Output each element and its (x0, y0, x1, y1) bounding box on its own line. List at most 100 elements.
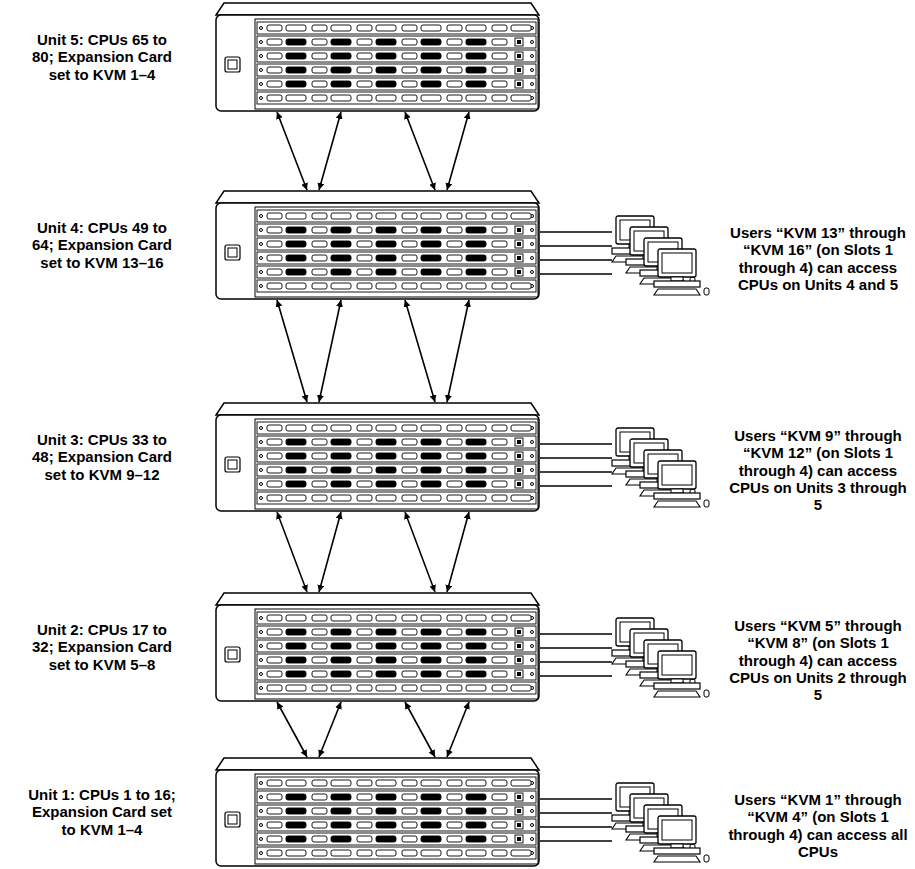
user-workstations: Users “KVM 5” through “KVM 8” (on Slots … (612, 618, 722, 702)
power-socket-inner (228, 650, 237, 659)
card-cage (255, 774, 538, 864)
card-slot (257, 78, 536, 90)
card-cage (255, 419, 538, 509)
user-label: Users “KVM 9” through “KVM 12” (on Slots… (726, 427, 910, 513)
chassis-top (216, 403, 539, 415)
power-socket (225, 457, 240, 472)
computer-icon (654, 249, 709, 295)
power-socket (225, 57, 240, 72)
power-socket-inner (228, 815, 237, 824)
label-holder: Unit 3: CPUs 33 to 48; Expansion Card se… (27, 431, 177, 483)
label-holder: Users “KVM 9” through “KVM 12” (on Slots… (726, 427, 910, 513)
computer-stack (612, 783, 722, 867)
switch-chassis (215, 402, 540, 512)
chassis-top (216, 191, 539, 203)
card-slot (257, 492, 536, 504)
computer-icon (640, 238, 695, 284)
kvm-cable (405, 300, 435, 402)
card-slot (257, 210, 536, 222)
card-slot (257, 640, 536, 652)
unit-label: Unit 3: CPUs 33 to 48; Expansion Card se… (27, 431, 177, 483)
kvm-cable (540, 633, 612, 635)
label-holder: Users “KVM 5” through “KVM 8” (on Slots … (726, 617, 910, 703)
label-holder: Unit 1: CPUs 1 to 16; Expansion Card set… (27, 786, 177, 838)
switch-chassis (215, 592, 540, 702)
chassis-front (216, 770, 539, 866)
computer-icon (654, 461, 709, 507)
chassis-top (216, 3, 539, 15)
computer-stack (612, 618, 722, 702)
card-slot (257, 777, 536, 789)
computer-icon (640, 640, 695, 686)
power-socket-inner (228, 248, 237, 257)
card-slot (257, 654, 536, 666)
power-socket-inner (228, 60, 237, 69)
card-slot (257, 64, 536, 76)
card-slot (257, 450, 536, 462)
card-cage (255, 609, 538, 699)
kvm-cable (277, 300, 307, 402)
kvm-cable (540, 471, 612, 473)
kvm-cable (540, 273, 612, 275)
card-slot (257, 478, 536, 490)
label-holder: Users “KVM 1” through “KVM 4” (on Slots … (726, 791, 910, 860)
label-holder: Unit 5: CPUs 65 to 80; Expansion Card se… (27, 31, 177, 83)
computer-stack (612, 428, 722, 512)
card-slot (257, 36, 536, 48)
kvm-cable (540, 231, 612, 233)
user-label: Users “KVM 5” through “KVM 8” (on Slots … (726, 617, 910, 703)
kvm-cable (319, 512, 341, 592)
computer-icon (640, 805, 695, 851)
card-slot (257, 682, 536, 694)
kvm-cable (540, 457, 612, 459)
kvm-cable (277, 702, 307, 757)
kvm-cable (540, 647, 612, 649)
unit-label: Unit 5: CPUs 65 to 80; Expansion Card se… (27, 31, 177, 83)
user-workstations: Users “KVM 1” through “KVM 4” (on Slots … (612, 783, 722, 867)
kvm-cable (540, 259, 612, 261)
kvm-cable (447, 112, 469, 190)
label-holder: Unit 4: CPUs 49 to 64; Expansion Card se… (27, 219, 177, 271)
card-slot (257, 626, 536, 638)
card-slot (257, 422, 536, 434)
power-socket (225, 647, 240, 662)
user-workstations: Users “KVM 9” through “KVM 12” (on Slots… (612, 428, 722, 512)
computer-stack (612, 216, 722, 300)
switch-chassis (215, 190, 540, 300)
switch-chassis (215, 2, 540, 112)
chassis-top (216, 593, 539, 605)
kvm-switch-unit: Unit 3: CPUs 33 to 48; Expansion Card se… (215, 402, 540, 512)
unit-label: Unit 2: CPUs 17 to 32; Expansion Card se… (27, 621, 177, 673)
card-slot (257, 22, 536, 34)
label-holder: Unit 2: CPUs 17 to 32; Expansion Card se… (27, 621, 177, 673)
switch-chassis (215, 757, 540, 867)
user-label: Users “KVM 13” through “KVM 16” (on Slot… (726, 224, 910, 293)
kvm-cable (405, 702, 435, 757)
computer-icon (654, 651, 709, 697)
kvm-cable (540, 826, 612, 828)
chassis-front (216, 203, 539, 299)
kvm-cable (405, 112, 435, 190)
user-workstations: Users “KVM 13” through “KVM 16” (on Slot… (612, 216, 722, 300)
kvm-cable (540, 245, 612, 247)
card-slot (257, 833, 536, 845)
kvm-cable (540, 675, 612, 677)
label-holder: Users “KVM 13” through “KVM 16” (on Slot… (726, 224, 910, 293)
kvm-cable (540, 840, 612, 842)
card-slot (257, 238, 536, 250)
card-slot (257, 847, 536, 859)
kvm-cable (447, 702, 469, 757)
kvm-cable (319, 702, 341, 757)
card-slot (257, 805, 536, 817)
kvm-cable (447, 512, 469, 592)
card-slot (257, 280, 536, 292)
card-slot (257, 612, 536, 624)
card-slot (257, 266, 536, 278)
user-label: Users “KVM 1” through “KVM 4” (on Slots … (726, 791, 910, 860)
card-slot (257, 819, 536, 831)
chassis-front (216, 15, 539, 111)
kvm-cable (405, 512, 435, 592)
chassis-front (216, 605, 539, 701)
power-socket-inner (228, 460, 237, 469)
power-socket (225, 245, 240, 260)
